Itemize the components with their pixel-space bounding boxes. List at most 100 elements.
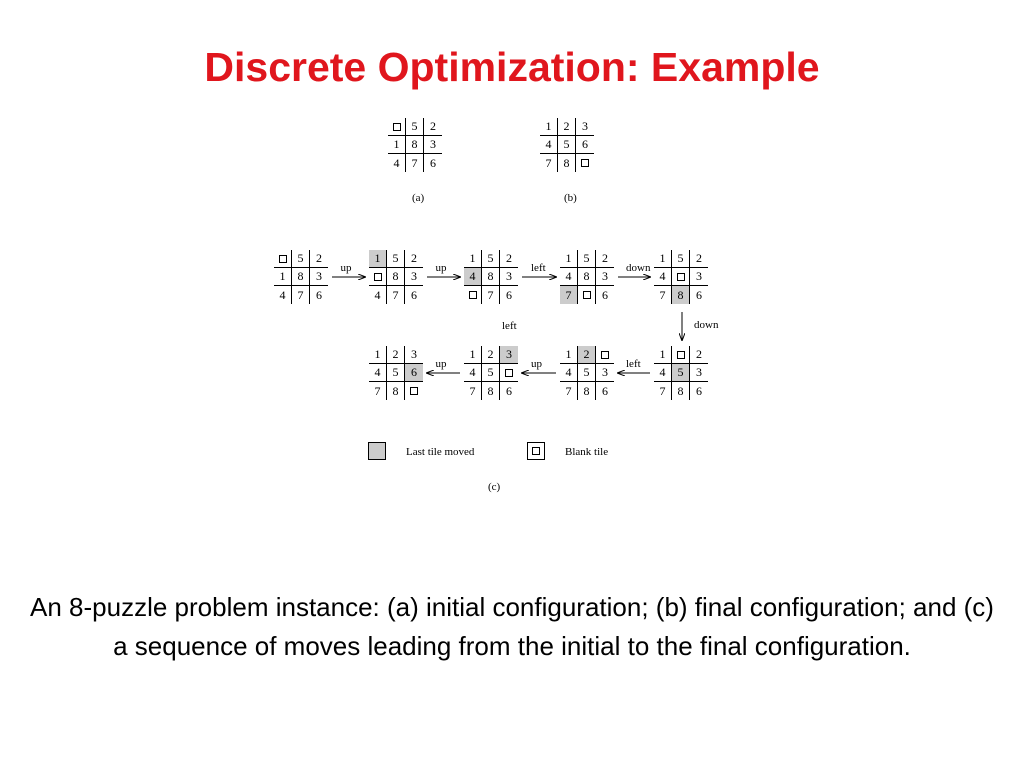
puzzle-tile: 2 [558, 118, 576, 136]
puzzle-tile: 2 [690, 346, 708, 364]
blank-tile-glyph [601, 350, 609, 359]
orphan-move-label: left [502, 320, 517, 332]
puzzle-tile: 5 [292, 250, 310, 268]
puzzle-tile: 8 [482, 382, 500, 400]
puzzle-tile: 4 [560, 268, 578, 286]
puzzle-tile: 8 [387, 268, 405, 286]
puzzle-tile: 7 [369, 382, 387, 400]
move-label: up [340, 262, 352, 274]
legend-last-tile-moved: Last tile moved [406, 446, 475, 458]
puzzle-tile: 2 [424, 118, 442, 136]
puzzle-tile: 6 [506, 287, 512, 302]
puzzle-tile: 6 [506, 383, 512, 398]
puzzle-tile: 4 [388, 154, 406, 172]
blank-tile [388, 118, 406, 136]
blank-tile [596, 346, 614, 364]
puzzle-tile: 1 [369, 346, 387, 364]
blank-tile-glyph [581, 159, 589, 167]
blank-tile [672, 346, 690, 364]
puzzle-tile: 6 [602, 383, 608, 398]
blank-tile-glyph [676, 272, 685, 281]
puzzle-tile: 2 [500, 250, 518, 268]
puzzle-tile: 1 [560, 346, 578, 364]
blank-tile-glyph [278, 254, 287, 263]
puzzle-tile: 4 [654, 364, 672, 382]
puzzle-tile: 1 [274, 268, 292, 286]
puzzle-tile: 8 [558, 154, 576, 172]
puzzle-tile: 4 [369, 364, 387, 382]
puzzle-tile: 5 [387, 250, 405, 268]
figure-description: An 8-puzzle problem instance: (a) initia… [30, 592, 994, 661]
puzzle-tile: 6 [602, 287, 608, 302]
puzzle-tile: 4 [540, 136, 558, 154]
blank-tile-glyph [410, 387, 418, 395]
blank-tile [500, 364, 518, 382]
blank-tile-glyph [392, 122, 401, 131]
puzzle-tile: 3 [576, 118, 594, 136]
puzzle-tile: 7 [292, 286, 310, 304]
puzzle-tile: 6 [430, 155, 436, 170]
legend-blank-tile: Blank tile [565, 446, 609, 458]
last-tile-moved-swatch [368, 442, 386, 460]
puzzle-tile: 5 [578, 250, 596, 268]
puzzle-tile: 3 [500, 346, 518, 364]
puzzle-tile: 5 [558, 136, 576, 154]
puzzle-tile: 6 [696, 287, 702, 302]
puzzle-tile: 4 [464, 268, 482, 286]
puzzle-tile: 7 [540, 154, 558, 172]
puzzle-tile: 7 [482, 286, 500, 304]
blank-tile [369, 268, 387, 286]
puzzle-tile: 8 [578, 268, 596, 286]
puzzle-tile: 1 [369, 250, 387, 268]
puzzle-tile: 2 [310, 250, 328, 268]
puzzle-tile: 3 [690, 268, 708, 286]
puzzle-tile: 4 [274, 286, 292, 304]
caption-a: (a) [412, 192, 425, 204]
puzzle-tile: 2 [405, 250, 423, 268]
puzzle-tile: 8 [672, 382, 690, 400]
move-label: up [435, 358, 447, 370]
puzzle-tile: 3 [500, 268, 518, 286]
puzzle-tile: 4 [560, 364, 578, 382]
puzzle-tile: 2 [482, 346, 500, 364]
puzzle-tile: 4 [464, 364, 482, 382]
puzzle-tile: 7 [406, 154, 424, 172]
blank-tile [576, 154, 594, 172]
move-arrows [332, 0, 1024, 520]
blank-tile-glyph [373, 272, 382, 281]
move-label: up [435, 262, 447, 274]
puzzle-tile: 1 [654, 346, 672, 364]
caption-b: (b) [564, 192, 577, 204]
puzzle-tile: 5 [387, 364, 405, 382]
puzzle-tile: 1 [464, 250, 482, 268]
puzzle-tile: 2 [387, 346, 405, 364]
puzzle-tile: 8 [482, 268, 500, 286]
puzzle-tile: 2 [578, 346, 596, 364]
puzzle-tile: 3 [405, 346, 423, 364]
blank-tile [578, 286, 596, 304]
puzzle-tile: 3 [424, 136, 442, 154]
puzzle-tile: 5 [482, 364, 500, 382]
puzzle-tile: 5 [578, 364, 596, 382]
puzzle-tile: 3 [690, 364, 708, 382]
slide-title: Discrete Optimization: Example [204, 44, 820, 90]
blank-tile-glyph [468, 291, 477, 299]
blank-tile [672, 268, 690, 286]
blank-tile-glyph [505, 368, 513, 377]
move-label: left [626, 358, 641, 370]
move-label: up [531, 358, 542, 370]
blank-tile [274, 250, 292, 268]
puzzle-tile: 5 [482, 250, 500, 268]
puzzle-tile: 7 [387, 286, 405, 304]
puzzle-tile: 7 [464, 382, 482, 400]
puzzle-tile: 7 [560, 382, 578, 400]
